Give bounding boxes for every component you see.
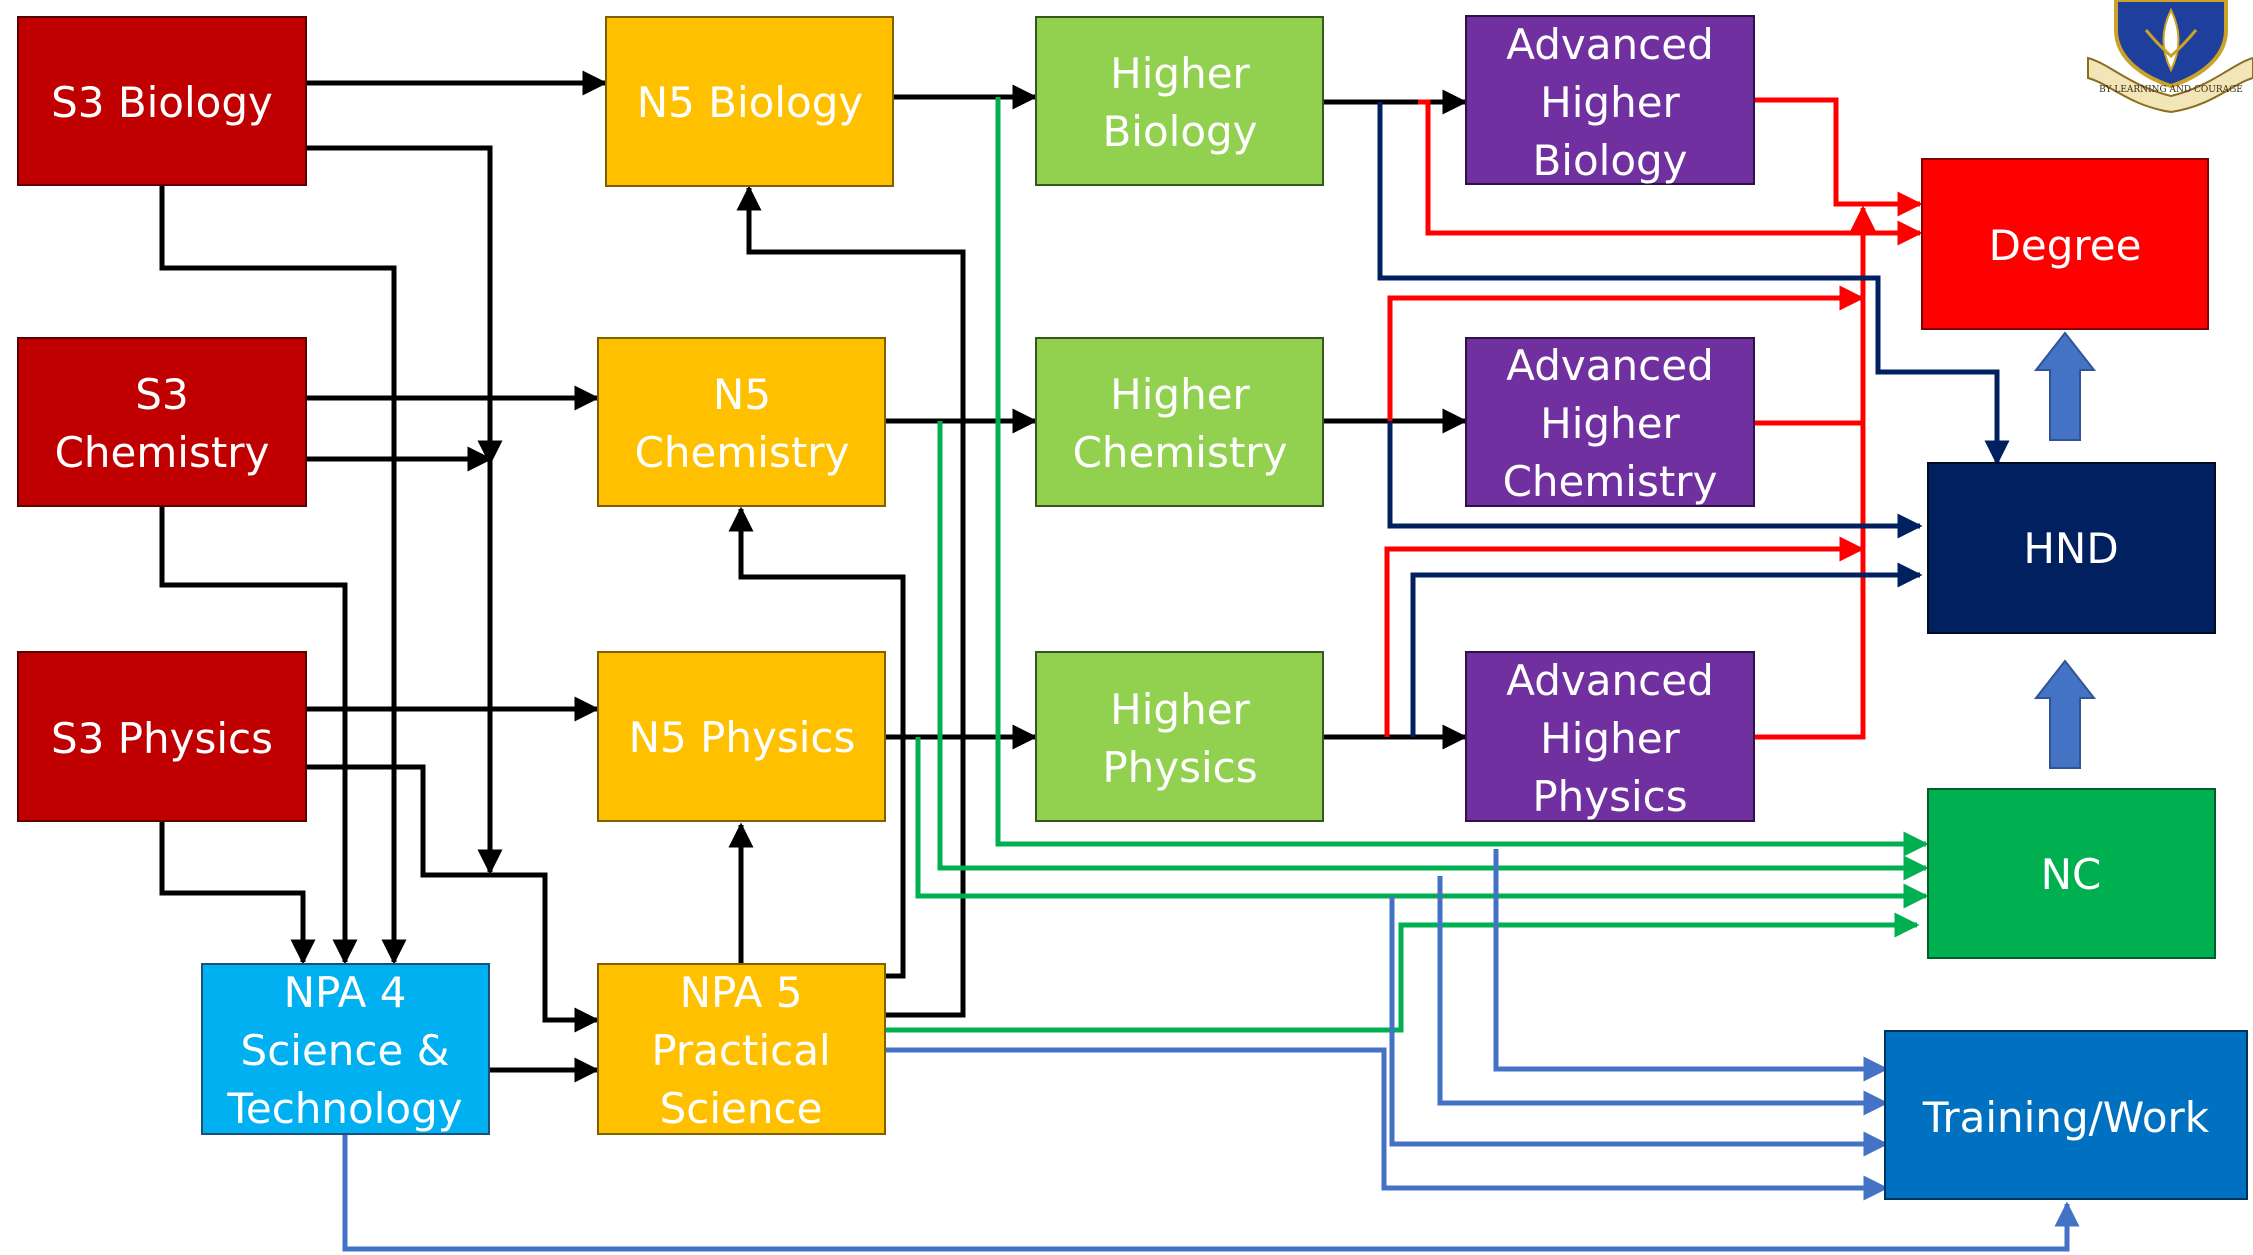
arrow-advphys-to-degree [1754,205,1876,740]
s3-physics-label: S3 Physics [51,714,273,763]
arrow-higherbio-to-hnd [1377,102,2010,466]
arrow-s3bio-to-n5chem-side [307,145,503,466]
box-n5-biology: N5 Biology [605,16,894,187]
box-degree: Degree [1921,158,2209,330]
n5-biology-label: N5 Biology [637,78,864,127]
arrow-higherchem-to-degree [1387,285,1865,421]
arrow-n5bio-to-nc [995,97,1929,857]
box-n5-physics: N5 Physics [597,651,886,822]
arrow-npa5-to-training [886,1047,1889,1201]
arrow-advbio-to-degree [1754,97,1923,217]
nc-label: NC [2041,850,2102,899]
box-nc: NC [1927,788,2216,959]
connectors-black [159,70,1468,1083]
box-training-work: Training/Work [1884,1030,2248,1200]
arrow-advbio-to-training [1493,849,1889,1082]
connectors-blue [342,849,2080,1252]
box-s3-biology: S3 Biology [17,16,307,186]
arrow-higherbio-to-degree [1418,99,1923,246]
arrow-s3chem-to-npa4 [159,507,358,965]
arrow-advphys-to-training [1389,896,1889,1157]
arrow-s3phys-to-npa4 [159,822,316,965]
s3-biology-label: S3 Biology [51,78,273,127]
hnd-label: HND [2023,524,2118,573]
degree-label: Degree [1989,221,2142,270]
arrow-advchem-to-training [1437,876,1889,1116]
arrow-npa4-to-training [342,1135,2080,1252]
box-s3-physics: S3 Physics [17,651,307,822]
arrow-npa5-to-n5chem [728,506,906,979]
arrow-n5chem-to-nc [937,421,1929,881]
arrow-s3bio-to-npa4 [159,186,407,965]
school-crest-icon: BY LEARNING AND COURAGE [2087,0,2253,114]
arrow-n5phys-to-nc [915,737,1929,909]
logo-motto: BY LEARNING AND COURAGE [2099,85,2243,95]
motto-ribbon [2087,56,2253,114]
arrow-npa5-to-n5bio [736,185,966,1018]
up-arrow-hnd-to-degree [2033,331,2097,441]
box-hnd: HND [1927,462,2216,634]
training-work-label: Training/Work [1922,1093,2210,1142]
arrow-higherphys-to-degree [1384,536,1865,737]
arrow-higherphys-to-hnd [1410,562,1923,737]
arrow-higherchem-to-hnd [1387,421,1923,539]
connectors-green [886,97,1929,1033]
up-arrow-nc-to-hnd [2033,659,2097,769]
connectors-navy [1377,102,2010,737]
connectors-red [1384,97,1923,740]
arrow-s3phys-to-npa5 [307,764,600,1033]
arrow-npa5-to-nc [886,912,1920,1033]
n5-physics-label: N5 Physics [629,713,856,762]
